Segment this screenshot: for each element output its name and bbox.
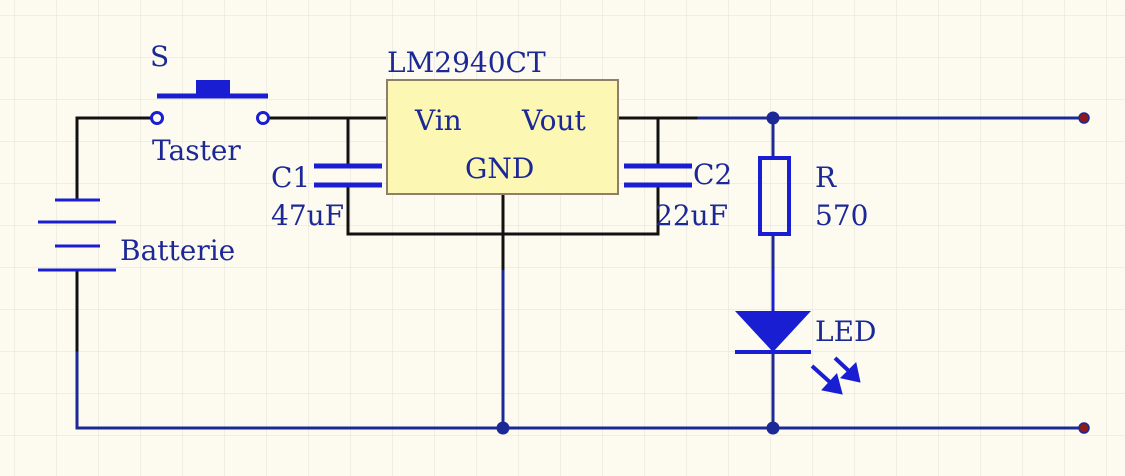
- wires: [75, 116, 1086, 430]
- junction-dot: [766, 111, 780, 125]
- switch-button-cap: [196, 80, 230, 96]
- junction-dots: [496, 111, 780, 435]
- led-symbol: [735, 270, 861, 395]
- junction-dot: [766, 421, 780, 435]
- c1-capacitor-symbol: [314, 163, 382, 188]
- c2-designator: C2: [693, 158, 732, 191]
- c2-capacitor-symbol: [624, 163, 692, 188]
- regulator-pin-vout: Vout: [521, 104, 587, 137]
- resistor-designator: R: [815, 161, 837, 194]
- battery-symbol: [38, 198, 116, 272]
- regulator-pin-gnd: GND: [465, 152, 534, 185]
- resistor-symbol: [758, 156, 791, 236]
- switch-terminal-left: [150, 111, 164, 125]
- switch-value: Taster: [152, 134, 241, 167]
- junction-dot: [496, 421, 510, 435]
- switch-designator: S: [150, 40, 169, 73]
- regulator-pin-vin: Vin: [414, 104, 462, 137]
- regulator-part-label: LM2940CT: [387, 46, 546, 79]
- output-terminals: [1078, 112, 1090, 434]
- push-button-switch: [150, 80, 270, 125]
- battery-label: Batterie: [120, 234, 235, 267]
- switch-terminal-right: [256, 111, 270, 125]
- resistor-value: 570: [815, 199, 868, 232]
- c1-value: 47uF: [271, 199, 344, 232]
- led-designator: LED: [815, 315, 876, 348]
- c2-value: 22uF: [655, 199, 728, 232]
- regulator-body: [386, 79, 619, 195]
- terminal-positive: [1078, 112, 1090, 124]
- led-light-arrows-icon: [810, 356, 861, 395]
- c1-designator: C1: [271, 161, 310, 194]
- battery-top-wire: [75, 116, 159, 202]
- terminal-ground: [1078, 422, 1090, 434]
- black-wires: [75, 116, 698, 352]
